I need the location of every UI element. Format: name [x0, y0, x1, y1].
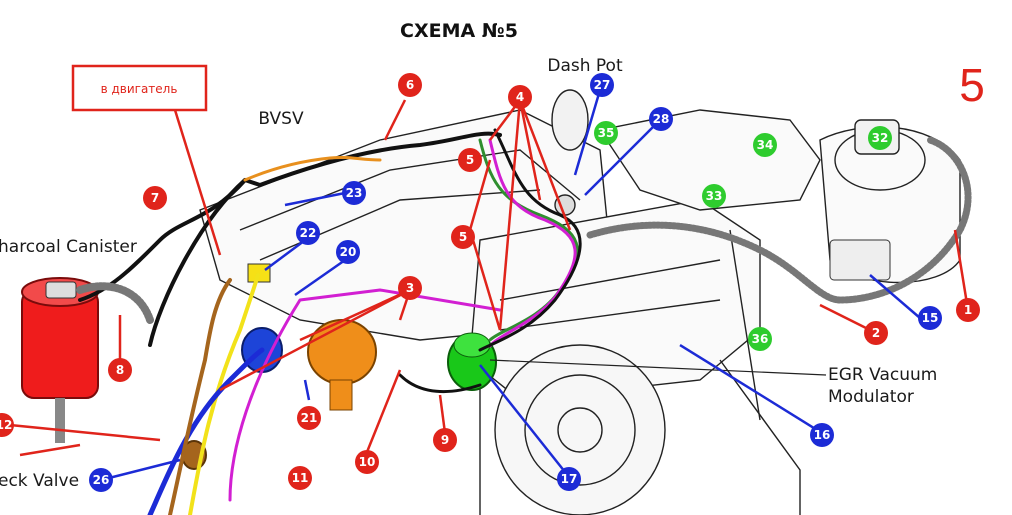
svg-text:4: 4	[516, 90, 524, 104]
svg-text:20: 20	[340, 245, 357, 259]
badge-red-12: 12	[0, 413, 14, 437]
badge-red-2: 2	[864, 321, 888, 345]
blue-arrows	[100, 89, 921, 482]
svg-text:36: 36	[752, 332, 769, 346]
svg-text:9: 9	[441, 433, 449, 447]
svg-text:32: 32	[872, 131, 889, 145]
scheme-number: 5	[959, 59, 985, 111]
badge-blue-16: 16	[810, 423, 834, 447]
svg-text:1: 1	[964, 303, 972, 317]
hose-black-dash	[478, 128, 582, 352]
hose-9	[398, 373, 482, 394]
hose-yellow	[188, 273, 260, 515]
svg-text:26: 26	[93, 473, 110, 487]
label-check-valve: eck Valve	[0, 471, 79, 491]
svg-text:12: 12	[0, 418, 12, 432]
svg-text:5: 5	[459, 230, 467, 244]
egr-vacuum-modulator	[447, 332, 497, 391]
label-egr-1: EGR Vacuum	[828, 365, 937, 385]
svg-text:10: 10	[359, 455, 376, 469]
svg-text:5: 5	[466, 153, 474, 167]
svg-text:35: 35	[598, 126, 615, 140]
sensor-connector	[829, 239, 891, 281]
hose-orange	[243, 155, 382, 182]
badge-green-36: 36	[748, 327, 772, 351]
hose-magenta	[488, 138, 577, 348]
svg-text:16: 16	[814, 428, 831, 442]
label-charcoal-canister: harcoal Canister	[0, 237, 137, 257]
badge-red-5a: 5	[458, 148, 482, 172]
charcoal-canister	[21, 277, 99, 443]
hose-6	[148, 131, 502, 347]
note-box	[71, 64, 208, 112]
svg-text:34: 34	[757, 138, 774, 152]
hose-magenta-front	[228, 288, 502, 502]
badge-red-10: 10	[355, 450, 379, 474]
badge-green-33: 33	[702, 184, 726, 208]
canister-hose	[76, 282, 154, 324]
badge-blue-15: 15	[918, 306, 942, 330]
svg-text:6: 6	[406, 78, 414, 92]
svg-text:7: 7	[151, 191, 159, 205]
label-bvsv: BVSV	[258, 109, 304, 129]
svg-text:15: 15	[922, 311, 939, 325]
badge-red-9: 9	[433, 428, 457, 452]
label-egr-2: Modulator	[828, 387, 914, 407]
label-dash-pot: Dash Pot	[547, 56, 623, 76]
badge-blue-17: 17	[557, 467, 581, 491]
svg-text:28: 28	[653, 112, 670, 126]
badge-blue-20: 20	[336, 240, 360, 264]
egr-valve	[307, 319, 377, 411]
badge-blue-28: 28	[649, 107, 673, 131]
svg-text:8: 8	[116, 363, 124, 377]
badge-red-8: 8	[108, 358, 132, 382]
svg-text:22: 22	[300, 226, 317, 240]
badge-blue-22: 22	[296, 221, 320, 245]
yellow-connector	[247, 263, 271, 283]
wiring-harness	[586, 136, 972, 304]
badges: 1 2 3 4 5 5 6 7 8 9 10 11 12 21 15 16 17…	[0, 73, 980, 492]
badge-red-6: 6	[398, 73, 422, 97]
badge-blue-23: 23	[342, 181, 366, 205]
badge-blue-27: 27	[590, 73, 614, 97]
svg-text:3: 3	[406, 281, 414, 295]
svg-text:27: 27	[594, 78, 611, 92]
svg-text:17: 17	[561, 472, 578, 486]
svg-text:11: 11	[292, 471, 309, 485]
badge-green-34: 34	[753, 133, 777, 157]
badge-red-3: 3	[398, 276, 422, 300]
badge-red-21: 21	[297, 406, 321, 430]
diagram-title: СХЕМА №5	[400, 20, 518, 42]
badge-red-7: 7	[143, 186, 167, 210]
badge-blue-26: 26	[89, 468, 113, 492]
badge-red-1: 1	[956, 298, 980, 322]
badge-red-4: 4	[508, 85, 532, 109]
hose-brown	[168, 278, 232, 515]
svg-text:23: 23	[346, 186, 363, 200]
svg-text:21: 21	[301, 411, 318, 425]
svg-text:2: 2	[872, 326, 880, 340]
hose-blue	[147, 347, 265, 515]
note-text: в двигатель	[101, 82, 178, 96]
hose-green	[478, 138, 579, 342]
svg-text:33: 33	[706, 189, 723, 203]
badge-green-35: 35	[594, 121, 618, 145]
egr-leader-line	[489, 359, 827, 376]
badge-red-11: 11	[288, 466, 312, 490]
badge-green-32: 32	[868, 126, 892, 150]
badge-red-5b: 5	[451, 225, 475, 249]
